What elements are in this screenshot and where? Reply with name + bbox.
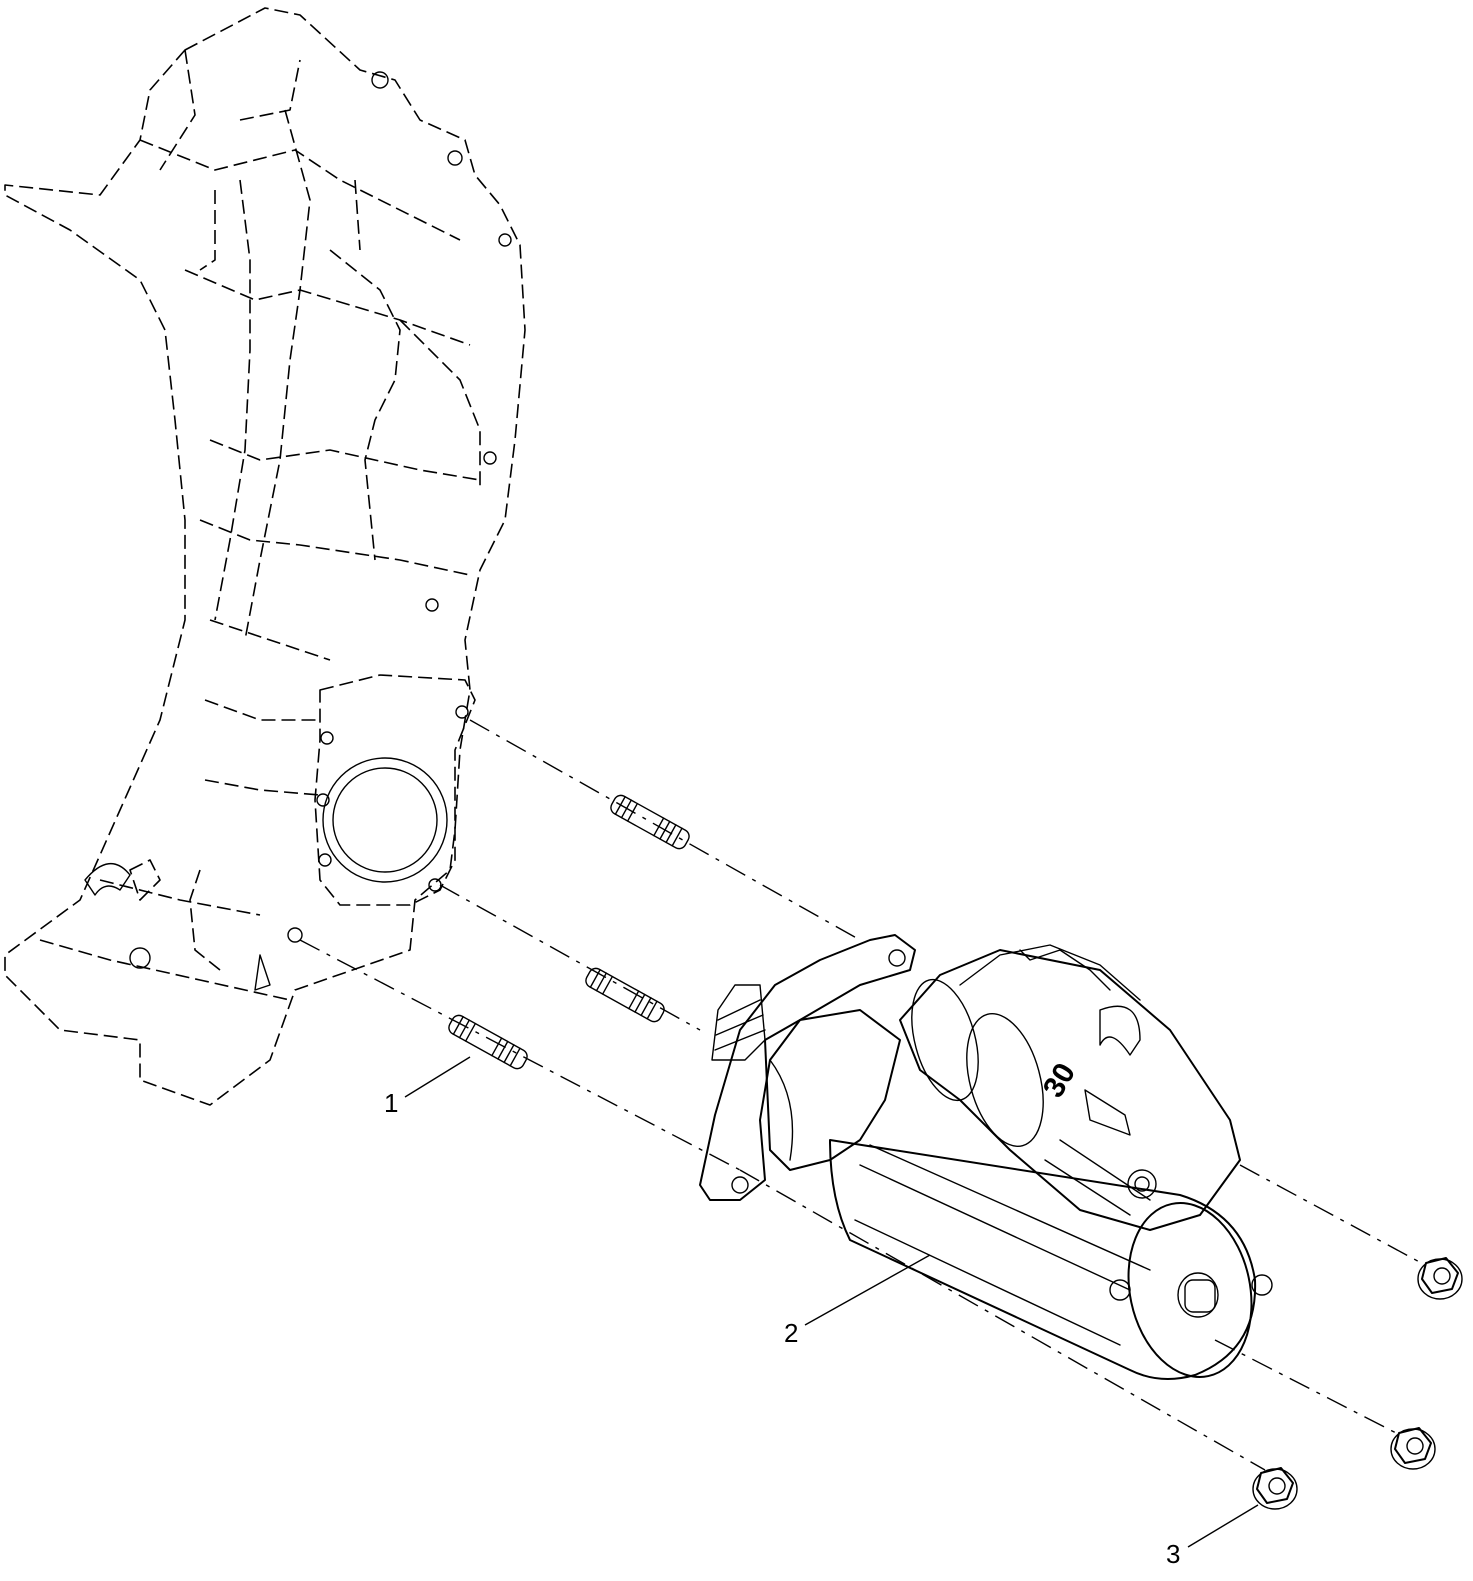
stud-lower xyxy=(448,1014,528,1070)
callout-label-3: 3 xyxy=(1166,1539,1180,1569)
callout-2: 2 xyxy=(784,1254,931,1348)
flange-nut-upper xyxy=(1417,1257,1463,1300)
assembly-centerlines xyxy=(299,719,1426,1471)
stud-upper xyxy=(610,794,690,850)
housing-mounting-flange xyxy=(84,71,512,991)
callout-3: 3 xyxy=(1166,1504,1259,1569)
flange-nut-lower xyxy=(1252,1467,1298,1510)
starter-motor: 30 xyxy=(699,934,1273,1380)
flywheel-housing-phantom xyxy=(4,7,526,1106)
callout-label-2: 2 xyxy=(784,1318,798,1348)
flange-nut-middle xyxy=(1390,1427,1436,1470)
callout-1: 1 xyxy=(384,1056,471,1118)
stud-middle xyxy=(585,967,665,1023)
callout-label-1: 1 xyxy=(384,1088,398,1118)
